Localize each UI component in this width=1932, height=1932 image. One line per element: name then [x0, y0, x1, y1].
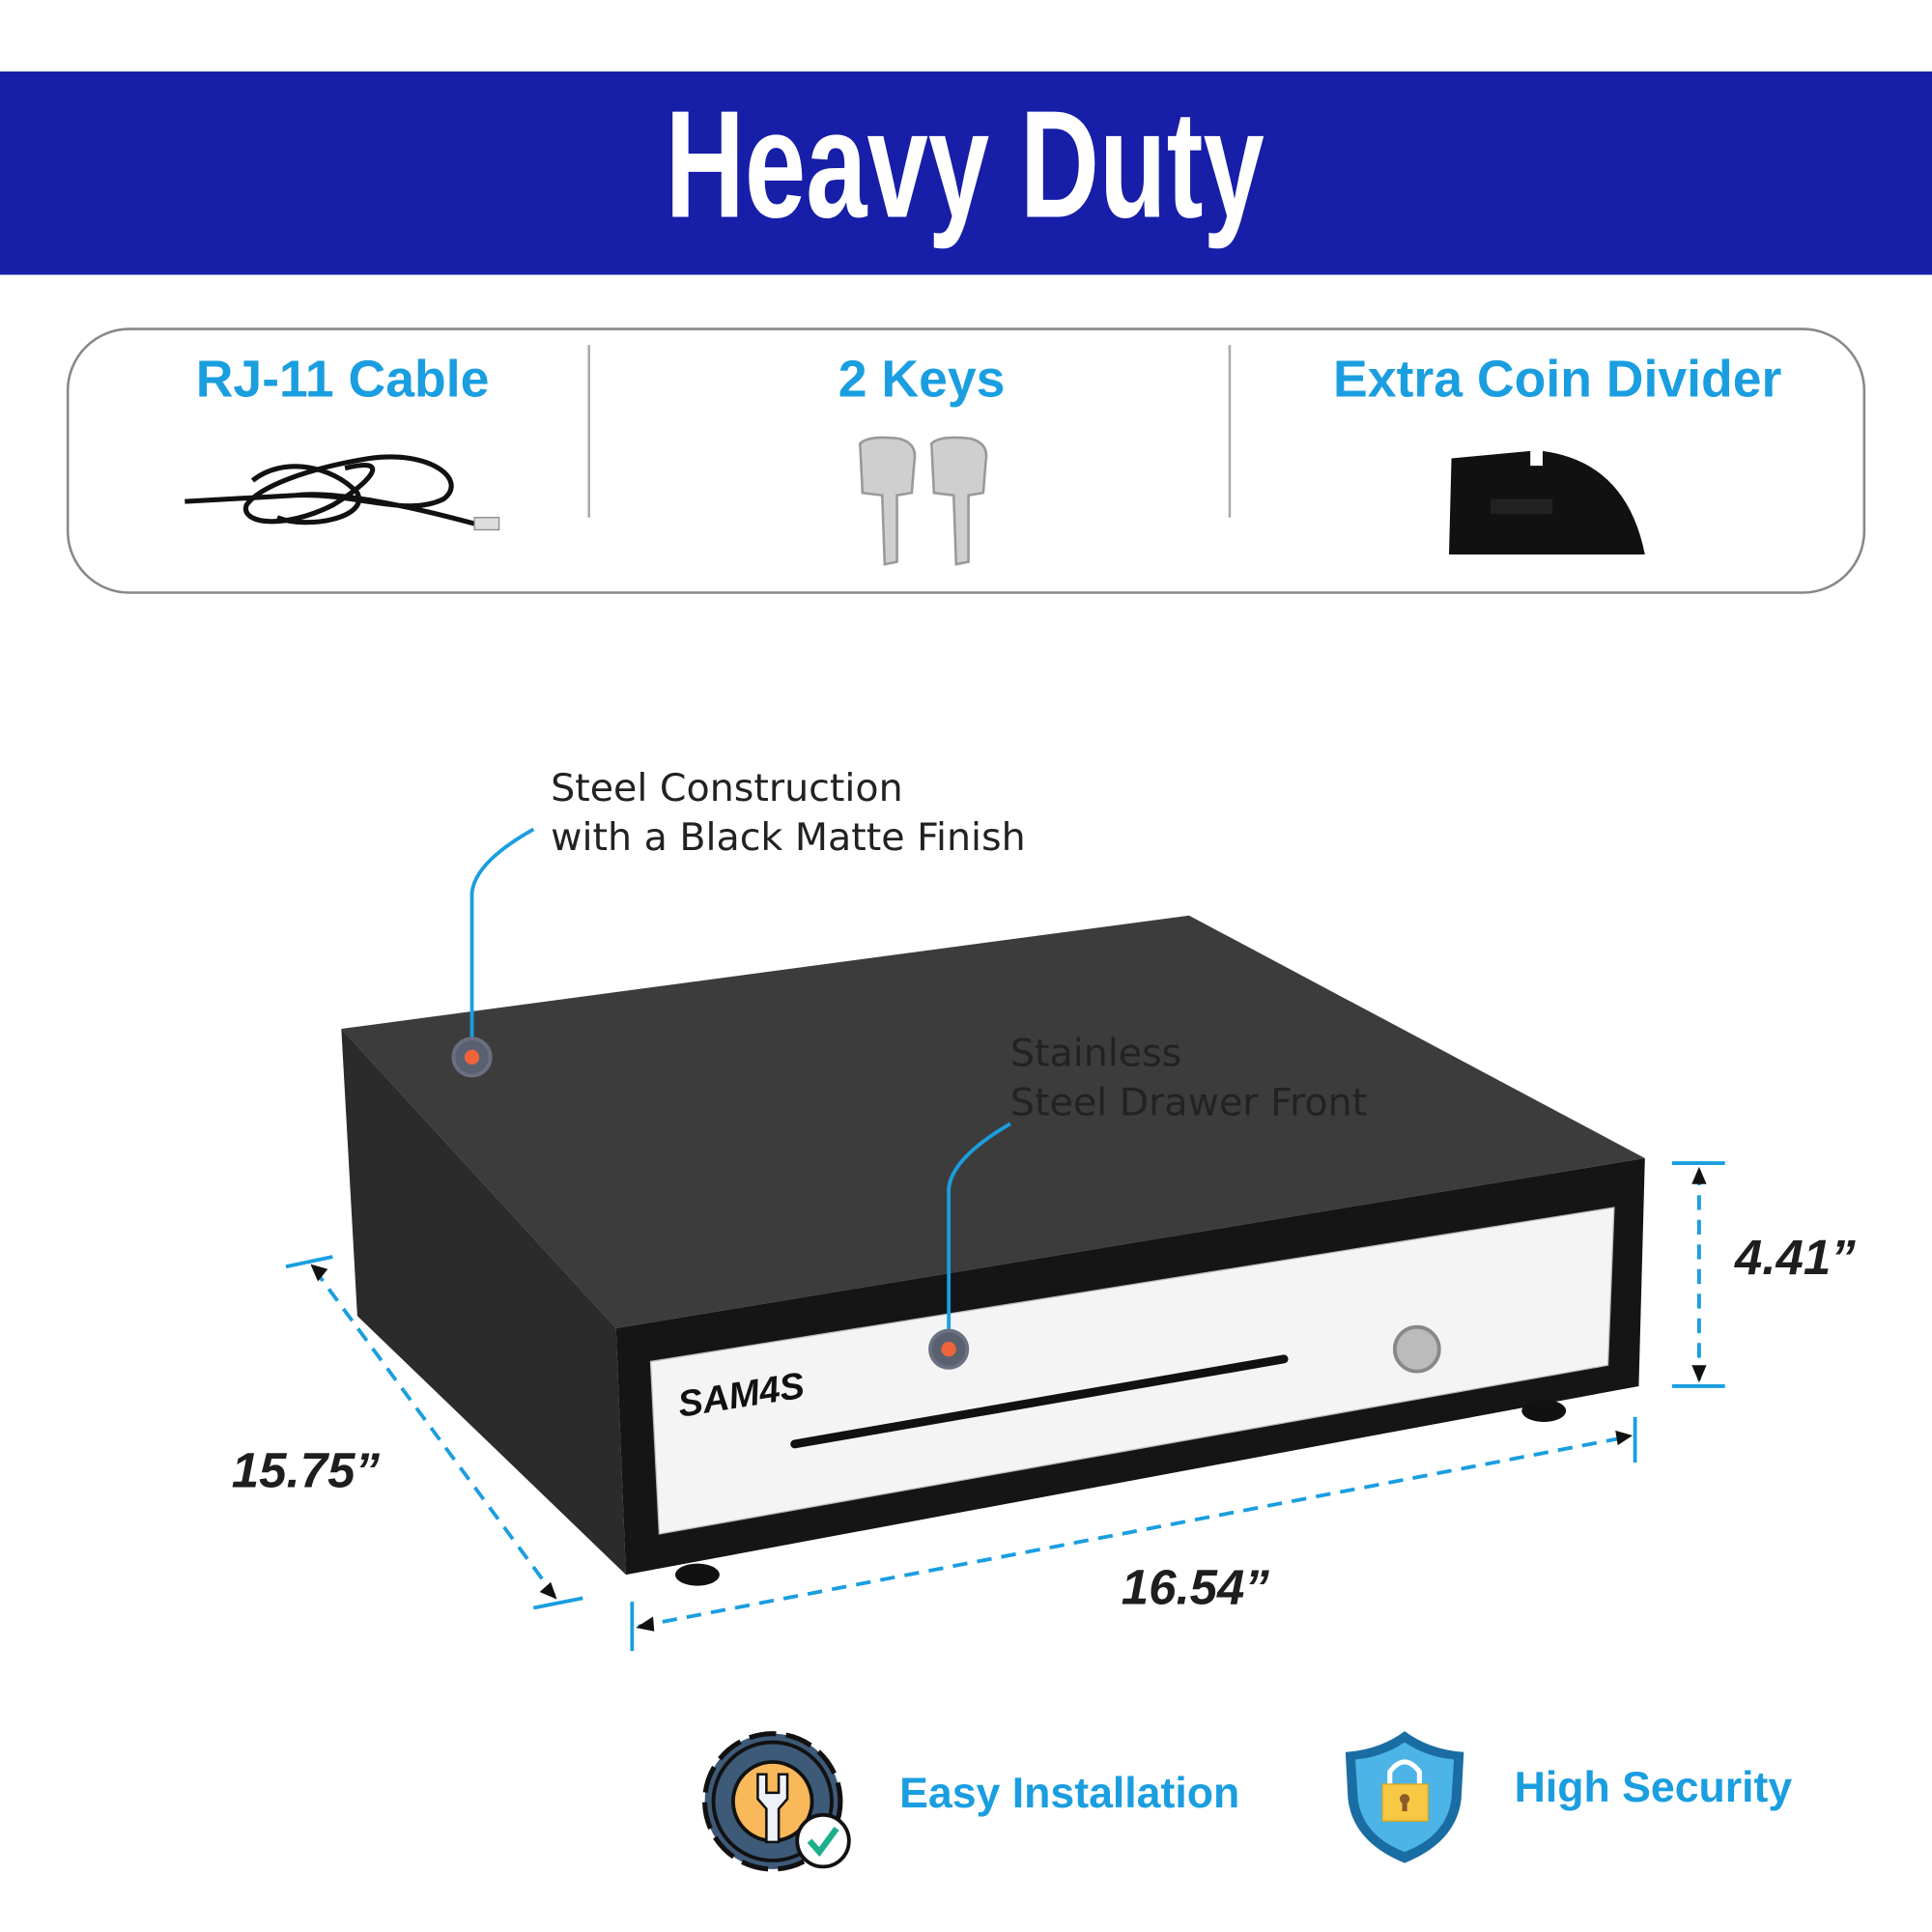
depth-dimension: 15.75”: [232, 1443, 381, 1498]
drawer-foot: [674, 1563, 720, 1586]
callout-front-line2: Steel Drawer Front: [1010, 1080, 1367, 1124]
callout-steel-line1: Steel Construction: [551, 766, 903, 810]
gear-wrench-icon: [702, 1731, 851, 1872]
height-dimension: 4.41”: [1734, 1230, 1856, 1285]
cash-drawer-image: SAM4S: [341, 915, 1645, 1586]
shield-lock-icon: [1345, 1731, 1464, 1863]
accessory-label-divider: Extra Coin Divider: [1333, 352, 1781, 409]
title-banner: [0, 71, 1932, 275]
dimension-arrows: [310, 1166, 1707, 1632]
lock-icon: [1392, 1324, 1441, 1374]
drawer-slot: [790, 1354, 1289, 1449]
page-title: Heavy Duty: [666, 79, 1264, 250]
cable-icon: [185, 454, 500, 531]
drawer-foot: [1521, 1399, 1567, 1422]
callout-steel-line2: with a Black Matte Finish: [551, 815, 1026, 860]
drawer-side: [341, 1029, 626, 1576]
callout-front-line1: Stainless: [1010, 1031, 1181, 1075]
callout-steel: Steel Construction with a Black Matte Fi…: [451, 766, 1026, 1078]
feature-easy-installation: Easy Installation: [899, 1770, 1239, 1817]
coin-divider-icon: [1449, 450, 1645, 554]
callout-front: Stainless Steel Drawer Front: [928, 1031, 1367, 1370]
drawer-top: [341, 915, 1645, 1328]
accessory-label-keys: 2 Keys: [838, 352, 1006, 409]
stainless-drawer-front: [649, 1207, 1615, 1535]
dimension-lines: [285, 1161, 1725, 1652]
keys-icon: [859, 436, 988, 566]
accessory-label-cable: RJ-11 Cable: [196, 352, 490, 409]
width-dimension: 16.54”: [1122, 1560, 1270, 1615]
feature-high-security: High Security: [1515, 1764, 1793, 1811]
